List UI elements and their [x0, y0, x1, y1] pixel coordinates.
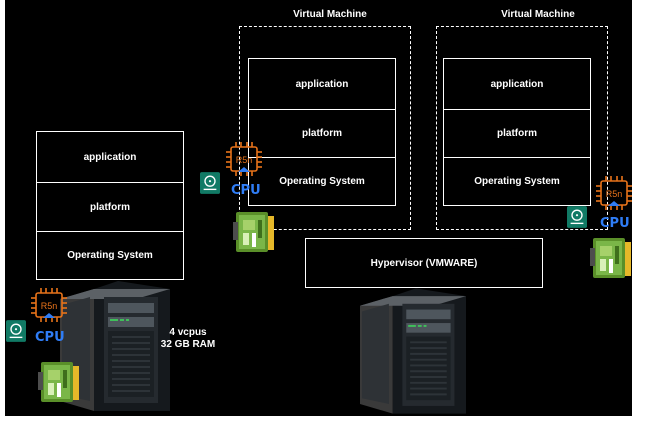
vm-left-boundary — [239, 26, 411, 230]
chip-model-label: R5n — [236, 155, 253, 165]
ram-module-icon — [233, 210, 277, 252]
cpu-chip-icon: R5n — [594, 176, 634, 212]
cpu-chip-icon: R5n — [224, 142, 264, 178]
physical-application-layer: application — [83, 151, 137, 163]
physical-os-layer: Operating System — [37, 231, 183, 279]
ram-module-icon — [590, 236, 634, 278]
hard-disk-icon — [6, 320, 26, 342]
cpu-label: CPU — [231, 183, 261, 198]
cpu-chip-icon: R5n — [29, 288, 69, 324]
vm-right-title: Virtual Machine — [501, 9, 575, 20]
vm-right-stack: application platform Operating System — [443, 58, 591, 206]
host-specs: 4 vcpus 32 GB RAM — [156, 327, 220, 351]
chip-model-label: R5n — [606, 189, 623, 199]
chip-model-label: R5n — [41, 301, 58, 311]
vm-right-boundary — [436, 26, 608, 230]
cpu-label: CPU — [600, 216, 630, 231]
specs-vcpus: 4 vcpus — [169, 327, 207, 338]
hypervisor-label: Hypervisor (VMWARE) — [370, 257, 478, 269]
server-tower-icon — [360, 286, 466, 416]
vm-right-application-layer: application — [490, 78, 544, 90]
specs-ram: 32 GB RAM — [160, 339, 216, 350]
vm-left-title: Virtual Machine — [293, 9, 367, 20]
ram-module-icon — [38, 360, 82, 402]
vm-left-application-layer: application — [295, 78, 349, 90]
vm-left-stack: application platform Operating System — [248, 58, 396, 206]
physical-platform-layer: platform — [37, 182, 183, 231]
vm-right-os-layer: Operating System — [444, 157, 590, 205]
vm-right-platform-layer: platform — [444, 109, 590, 157]
physical-stack: application platform Operating System — [36, 131, 184, 280]
hard-disk-icon — [567, 206, 587, 228]
hypervisor-box: Hypervisor (VMWARE) — [305, 238, 543, 288]
vm-left-platform-layer: platform — [249, 109, 395, 157]
vm-left-os-layer: Operating System — [249, 157, 395, 205]
hard-disk-icon — [200, 172, 220, 194]
cpu-label: CPU — [35, 330, 65, 345]
